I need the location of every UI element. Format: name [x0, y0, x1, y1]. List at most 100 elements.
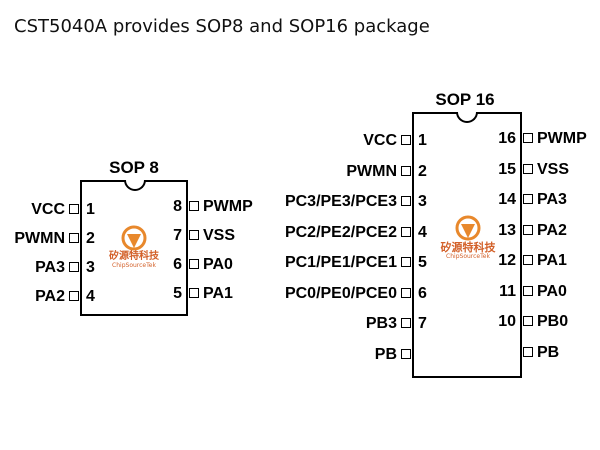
pin-number: 13: [498, 221, 516, 239]
sop8-chip-body: 矽源特科技 ChipSourceTek: [80, 180, 188, 316]
pin-pad: [69, 291, 79, 301]
pin-pad: [401, 135, 411, 145]
pin-pad: [523, 224, 533, 235]
pin-pad: [401, 287, 411, 298]
pin-number: 2: [418, 162, 427, 180]
sop8-pin-left-3: PA3 3: [0, 257, 95, 279]
pin-number: 14: [498, 191, 516, 208]
pin-name: PC3/PE3/PCE3: [284, 193, 397, 210]
pin-name: PC2/PE2/PCE2: [284, 223, 397, 241]
pin-number: 5: [173, 285, 182, 302]
sop16-pin-right-1: PWMP 16: [498, 128, 600, 150]
sop8-pin-right-4: PA1 5: [173, 283, 266, 305]
pin-number: 6: [173, 256, 182, 273]
pin-name: PWMP: [537, 130, 587, 147]
chiosourcetek-logo-icon: [455, 215, 481, 241]
sop16-pin-right-5: PA1 12: [498, 250, 600, 272]
sop16-pin-right-7: PB0 10: [498, 311, 600, 333]
pin-name: PB0: [537, 313, 569, 330]
pin-number: 3: [86, 259, 95, 276]
sop16-pin-left-4: PC2/PE2/PCE2 4: [0, 222, 427, 244]
pin-name: PA0: [203, 256, 233, 273]
pin-pad: [523, 194, 533, 204]
pin-pad: [401, 226, 411, 237]
pin-pad: [401, 348, 411, 359]
pin-pad: [189, 230, 199, 240]
pin-name: PB3: [365, 315, 397, 332]
pin-number: 4: [86, 288, 95, 305]
pin-name: PC1/PE1/PCE1: [284, 254, 397, 271]
pin-pad: [401, 318, 411, 328]
pin-pad: [189, 259, 199, 269]
chiosourcetek-logo-icon: [121, 225, 147, 251]
sop8-pin-left-4: PA2 4: [0, 286, 95, 308]
pin-number: 1: [86, 201, 95, 218]
pin-name: PA0: [537, 282, 567, 300]
sop16-pin-right-8: PB: [522, 342, 600, 364]
pin-number: 11: [499, 282, 516, 300]
sop16-chip-body: 矽源特科技 ChipSourceTek: [412, 112, 522, 378]
sop8-pin-left-1: VCC 1: [0, 199, 95, 221]
pin-number: 7: [173, 227, 182, 244]
pin-name: VSS: [537, 160, 570, 178]
pin-pad: [523, 285, 533, 296]
pin-name: VCC: [363, 132, 397, 149]
sop8-logo: 矽源特科技 ChipSourceTek: [104, 224, 164, 269]
pin-number: 15: [498, 160, 516, 178]
sop8-pin-right-3: PA0 6: [173, 254, 266, 276]
pin-name: PA1: [203, 285, 233, 302]
pin-pad: [523, 163, 533, 174]
pin-name: PA3: [537, 191, 567, 208]
pin-pad: [189, 201, 199, 211]
sop16-pin-right-4: PA2 13: [498, 220, 600, 242]
pin-name: PB: [537, 343, 560, 361]
logo-cn-text: 矽源特科技: [109, 251, 159, 262]
pin-pad: [401, 165, 411, 176]
pin-name: PWMP: [203, 198, 253, 215]
page-heading: CST5040A provides SOP8 and SOP16 package: [14, 16, 430, 37]
pin-number: 7: [418, 315, 427, 332]
pin-name: PWMN: [346, 162, 397, 180]
pin-pad: [401, 196, 411, 206]
pin-number: 2: [86, 230, 95, 247]
sop16-logo: 矽源特科技 ChipSourceTek: [436, 214, 500, 260]
pin-name: VCC: [31, 201, 65, 218]
pin-name: PWMN: [14, 230, 65, 247]
logo-en-text: ChipSourceTek: [446, 253, 490, 260]
logo-en-text: ChipSourceTek: [112, 262, 156, 269]
pin-pad: [523, 346, 533, 357]
sop16-pin-right-6: PA0 11: [499, 281, 600, 303]
sop8-pin-right-2: VSS 7: [173, 225, 266, 247]
pin-number: 10: [498, 313, 516, 330]
pin-pad: [189, 288, 199, 298]
pin-name: PA1: [537, 252, 567, 269]
pin-name: VSS: [203, 227, 236, 244]
pin-pad: [69, 262, 79, 272]
pin-name: PB: [374, 345, 397, 363]
pin-name: PA3: [35, 259, 65, 276]
pin-pad: [523, 255, 533, 265]
sop16-notch: [456, 112, 478, 123]
sop8-title: SOP 8: [109, 158, 159, 177]
pin-number: 3: [418, 193, 427, 210]
sop16-pin-right-2: VSS 15: [498, 159, 600, 181]
sop16-pin-left-2: PWMN 2: [0, 161, 427, 183]
sop16-pin-left-5: PC1/PE1/PCE1 5: [0, 252, 427, 274]
pin-number: 12: [498, 252, 516, 269]
pin-pad: [69, 233, 79, 243]
pin-name: PA2: [35, 288, 65, 305]
sop16-title: SOP 16: [435, 90, 495, 109]
logo-cn-text: 矽源特科技: [440, 241, 496, 254]
pin-number: 16: [498, 130, 516, 147]
sop16-pin-left-8: PB: [0, 344, 412, 366]
sop16-pin-right-3: PA3 14: [498, 189, 600, 211]
sop16-pin-left-3: PC3/PE3/PCE3 3: [0, 191, 427, 213]
pin-name: PA2: [537, 221, 567, 239]
pin-number: 5: [418, 254, 427, 271]
pin-number: 6: [418, 284, 427, 302]
pin-number: 4: [418, 223, 427, 241]
pin-pad: [401, 257, 411, 267]
